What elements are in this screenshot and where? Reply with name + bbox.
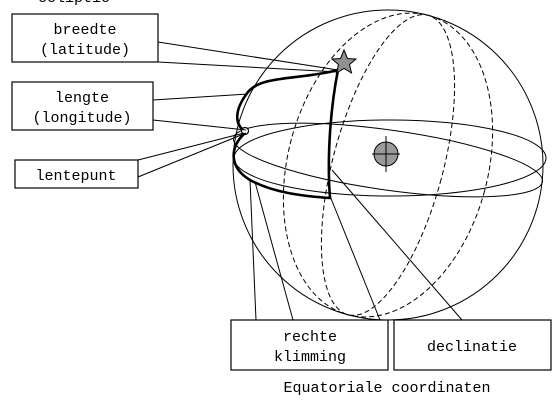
coordinate-path [232,68,340,200]
label-declinatie: declinatie [393,319,552,371]
label-lentepunt-text: lentepunt [35,168,116,185]
label-lentepunt: lentepunt [14,159,139,189]
label-declinatie-text: declinatie [427,339,517,356]
label-lengte: lengte (longitude) [11,81,154,131]
label-breedte: breedte (latitude) [11,13,159,63]
label-lengte-line1: lengte [55,90,109,107]
label-lengte-line2: (longitude) [32,110,131,127]
leader-lines [137,41,463,321]
earth-icon [372,136,400,172]
star-icon [330,48,358,75]
meridian-dashed-1 [320,14,456,316]
label-rechte-klimming-line2: klimming [274,349,346,366]
label-rechte-klimming-line1: rechte [283,329,337,346]
meridian-dashed-2 [282,12,494,318]
label-breedte-line1: breedte [53,22,116,39]
diagram-caption: Equatoriale coordinaten [283,380,490,397]
label-breedte-line2: (latitude) [40,42,130,59]
top-fragment-text: ecliptic [38,0,110,7]
label-rechte-klimming: rechte klimming [230,319,389,371]
